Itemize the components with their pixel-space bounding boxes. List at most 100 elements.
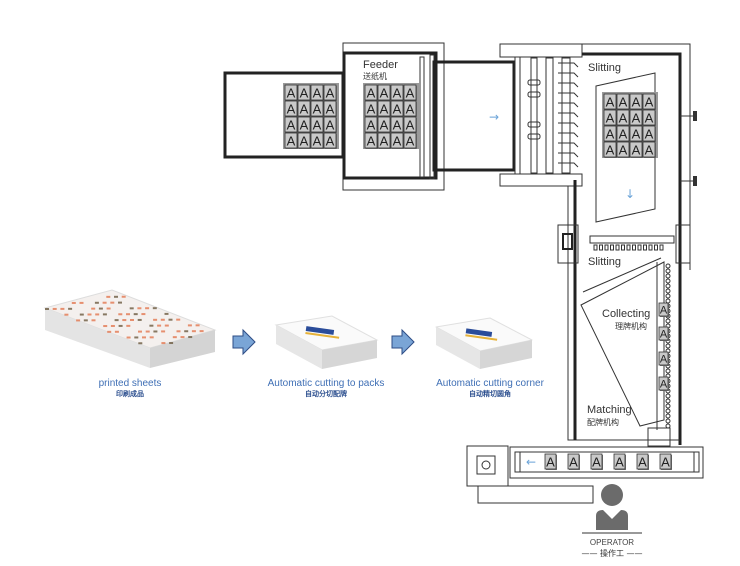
card: A <box>658 351 669 366</box>
card: A <box>403 116 417 133</box>
svg-text:A: A <box>326 102 335 117</box>
svg-text:A: A <box>406 102 415 117</box>
svg-text:A: A <box>660 329 668 341</box>
card: A <box>642 125 656 142</box>
svg-text:A: A <box>606 143 615 158</box>
process-label-printed-cn: 印刷成品 <box>116 389 144 398</box>
card: A <box>658 326 669 341</box>
card: A <box>403 84 417 101</box>
card: A <box>323 100 337 117</box>
card: A <box>377 84 391 101</box>
control-panel-icon[interactable] <box>562 233 573 250</box>
side-box <box>675 224 691 264</box>
slitter-blades <box>527 62 579 168</box>
process-label-corner: Automatic cutting corner <box>436 378 544 389</box>
card: A <box>590 453 603 470</box>
card: A <box>297 84 311 101</box>
svg-text:A: A <box>619 95 628 110</box>
output-box <box>466 445 509 487</box>
svg-text:A: A <box>615 455 624 470</box>
operator-label-cn: —— 操作工 —— <box>581 548 642 558</box>
card: A <box>616 141 630 158</box>
svg-text:A: A <box>619 111 628 126</box>
svg-text:A: A <box>287 102 296 117</box>
svg-text:A: A <box>313 86 322 101</box>
card: A <box>310 100 324 117</box>
card: A <box>284 84 298 101</box>
card: A <box>403 100 417 117</box>
svg-text:A: A <box>380 102 389 117</box>
svg-text:A: A <box>632 127 641 142</box>
svg-text:A: A <box>367 118 376 133</box>
arrow-right-icon: → <box>489 110 499 124</box>
card: A <box>629 141 643 158</box>
output-button-icon[interactable] <box>481 460 491 470</box>
svg-text:A: A <box>569 455 578 470</box>
output-tray <box>477 485 594 504</box>
card: A <box>613 453 626 470</box>
svg-text:A: A <box>638 455 647 470</box>
card: A <box>390 84 404 101</box>
process-arrow-icon <box>232 328 256 356</box>
arrow-left-icon: ← <box>526 455 536 469</box>
operator-icon <box>596 484 628 530</box>
svg-text:A: A <box>380 134 389 149</box>
card: A <box>390 100 404 117</box>
adjust-knob-icon[interactable] <box>680 111 697 121</box>
collecting-chute <box>580 261 665 427</box>
svg-text:A: A <box>367 134 376 149</box>
feeder-label: Feeder <box>363 59 398 71</box>
matching-gear <box>647 427 671 447</box>
svg-text:A: A <box>393 134 402 149</box>
svg-text:A: A <box>406 134 415 149</box>
card: A <box>297 132 311 149</box>
control-box <box>557 224 579 264</box>
slitting-roller-2 <box>589 235 675 244</box>
card: A <box>364 132 378 149</box>
card: A <box>642 141 656 158</box>
transfer-conveyor <box>432 60 516 172</box>
card: A <box>390 116 404 133</box>
svg-text:A: A <box>619 143 628 158</box>
svg-text:A: A <box>393 118 402 133</box>
svg-text:A: A <box>619 127 628 142</box>
svg-text:A: A <box>380 118 389 133</box>
card-pack-rounded <box>435 317 533 369</box>
operator-label: OPERATOR <box>590 538 634 547</box>
card: A <box>629 125 643 142</box>
svg-text:A: A <box>632 111 641 126</box>
card: A <box>284 132 298 149</box>
card: A <box>603 141 617 158</box>
svg-text:A: A <box>546 455 555 470</box>
matching-label: Matching <box>587 404 632 416</box>
svg-text:A: A <box>660 305 668 317</box>
adjust-knob-icon[interactable] <box>680 176 697 186</box>
svg-text:A: A <box>645 95 654 110</box>
arrow-down-icon: ↓ <box>625 187 635 201</box>
collecting-label: Collecting <box>602 308 650 320</box>
card: A <box>377 132 391 149</box>
svg-text:A: A <box>606 127 615 142</box>
svg-text:A: A <box>632 143 641 158</box>
card: A <box>603 93 617 110</box>
printed-sheets-stack <box>43 289 217 368</box>
svg-text:A: A <box>287 118 296 133</box>
card: A <box>544 453 557 470</box>
process-label-packs: Automatic cutting to packs <box>268 378 385 389</box>
card: A <box>659 453 672 470</box>
process-label-printed: printed sheets <box>99 378 162 389</box>
matching-label-cn: 配牌机构 <box>587 417 619 427</box>
svg-text:A: A <box>393 86 402 101</box>
card: A <box>284 116 298 133</box>
card: A <box>642 93 656 110</box>
svg-text:A: A <box>632 95 641 110</box>
card: A <box>390 132 404 149</box>
slitting-blades-2 <box>593 244 664 251</box>
card: A <box>616 93 630 110</box>
card: A <box>323 132 337 149</box>
main-frame <box>582 52 682 445</box>
